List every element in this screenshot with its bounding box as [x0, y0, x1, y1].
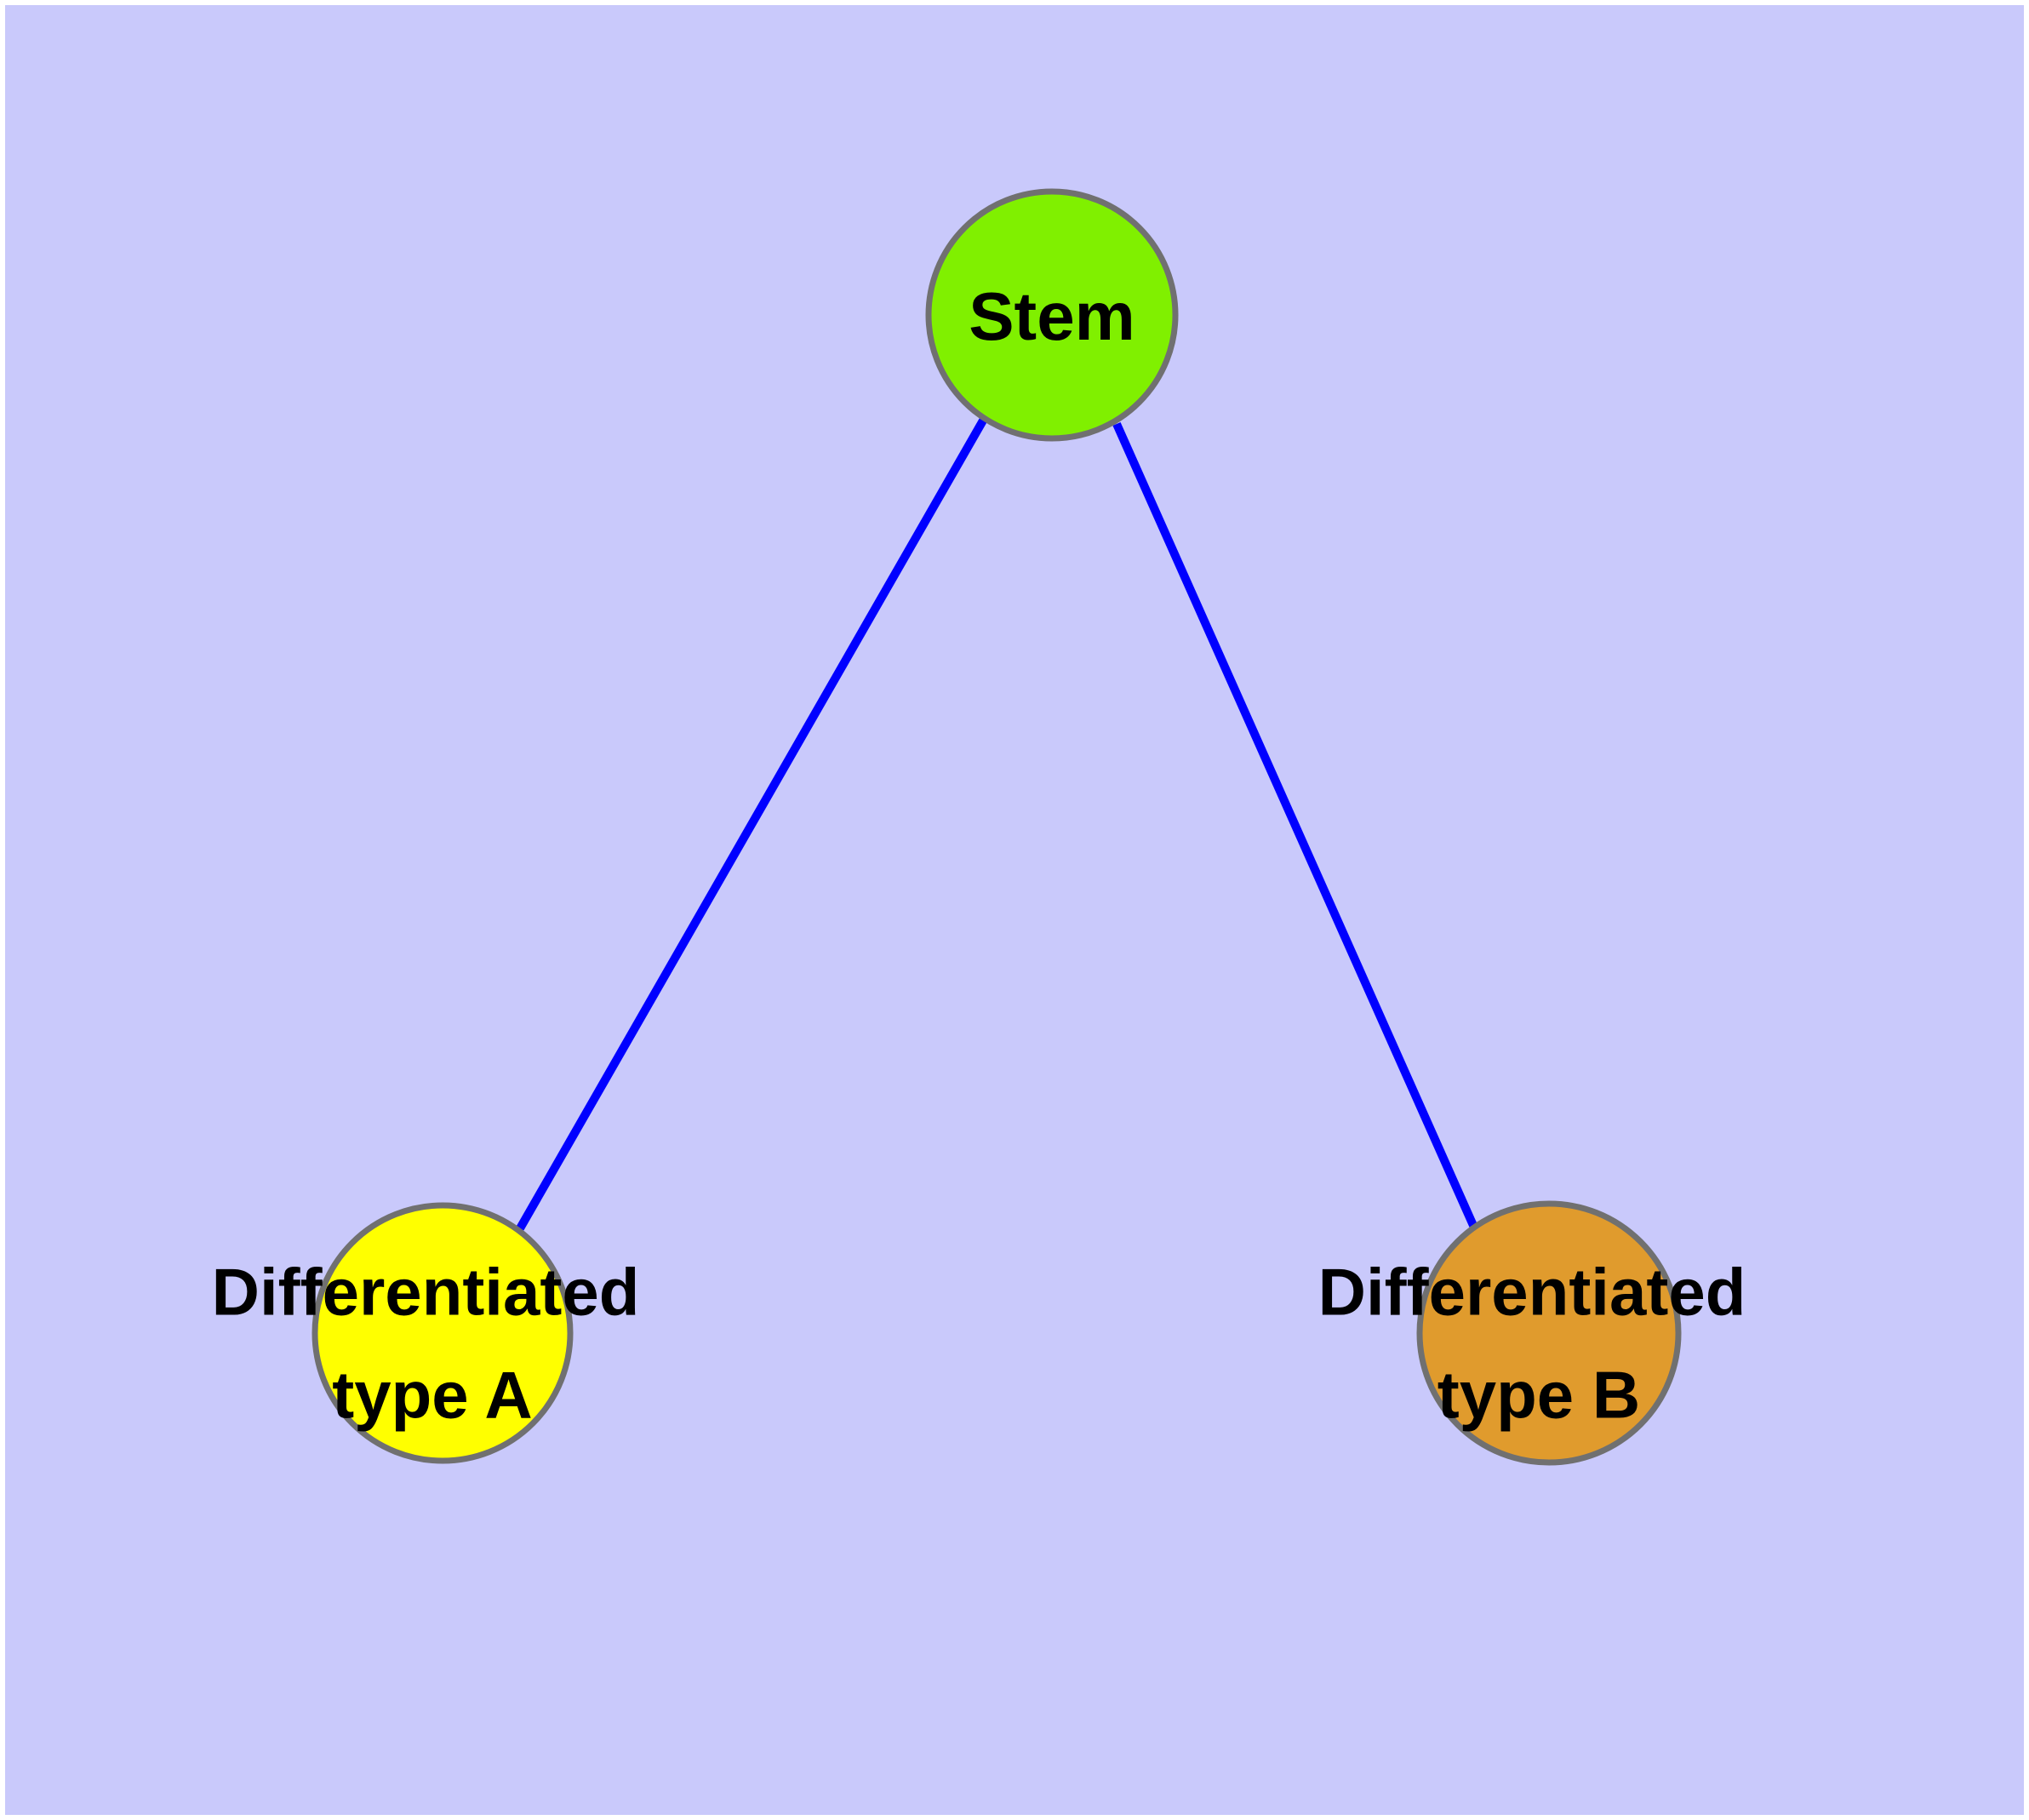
node-differentiated-type-b[interactable] — [1416, 1200, 1682, 1466]
node-circle-differentiated-type-a[interactable] — [311, 1202, 574, 1464]
node-label-differentiated-type-a-line2: type A — [332, 1358, 533, 1433]
node-circle-stem[interactable] — [925, 188, 1179, 442]
edge-stem-to-differentiated-type-b[interactable] — [1112, 421, 1479, 1232]
node-circle-differentiated-type-b[interactable] — [1416, 1200, 1682, 1466]
node-label-differentiated-type-b-line1: Differentiated — [1318, 1255, 1746, 1330]
node-label-stem: Stem — [969, 278, 1135, 354]
edge-stem-to-differentiated-type-a[interactable] — [516, 418, 987, 1231]
node-label-differentiated-type-a-line1: Differentiated — [212, 1255, 640, 1330]
node-stem[interactable]: Stem — [925, 188, 1179, 442]
node-differentiated-type-a[interactable] — [311, 1202, 574, 1464]
node-label-differentiated-type-b-line2: type B — [1437, 1358, 1640, 1433]
leaf-label-group: Differentiated type A Differentiated typ… — [212, 1255, 1746, 1433]
edge-group — [516, 418, 1479, 1232]
